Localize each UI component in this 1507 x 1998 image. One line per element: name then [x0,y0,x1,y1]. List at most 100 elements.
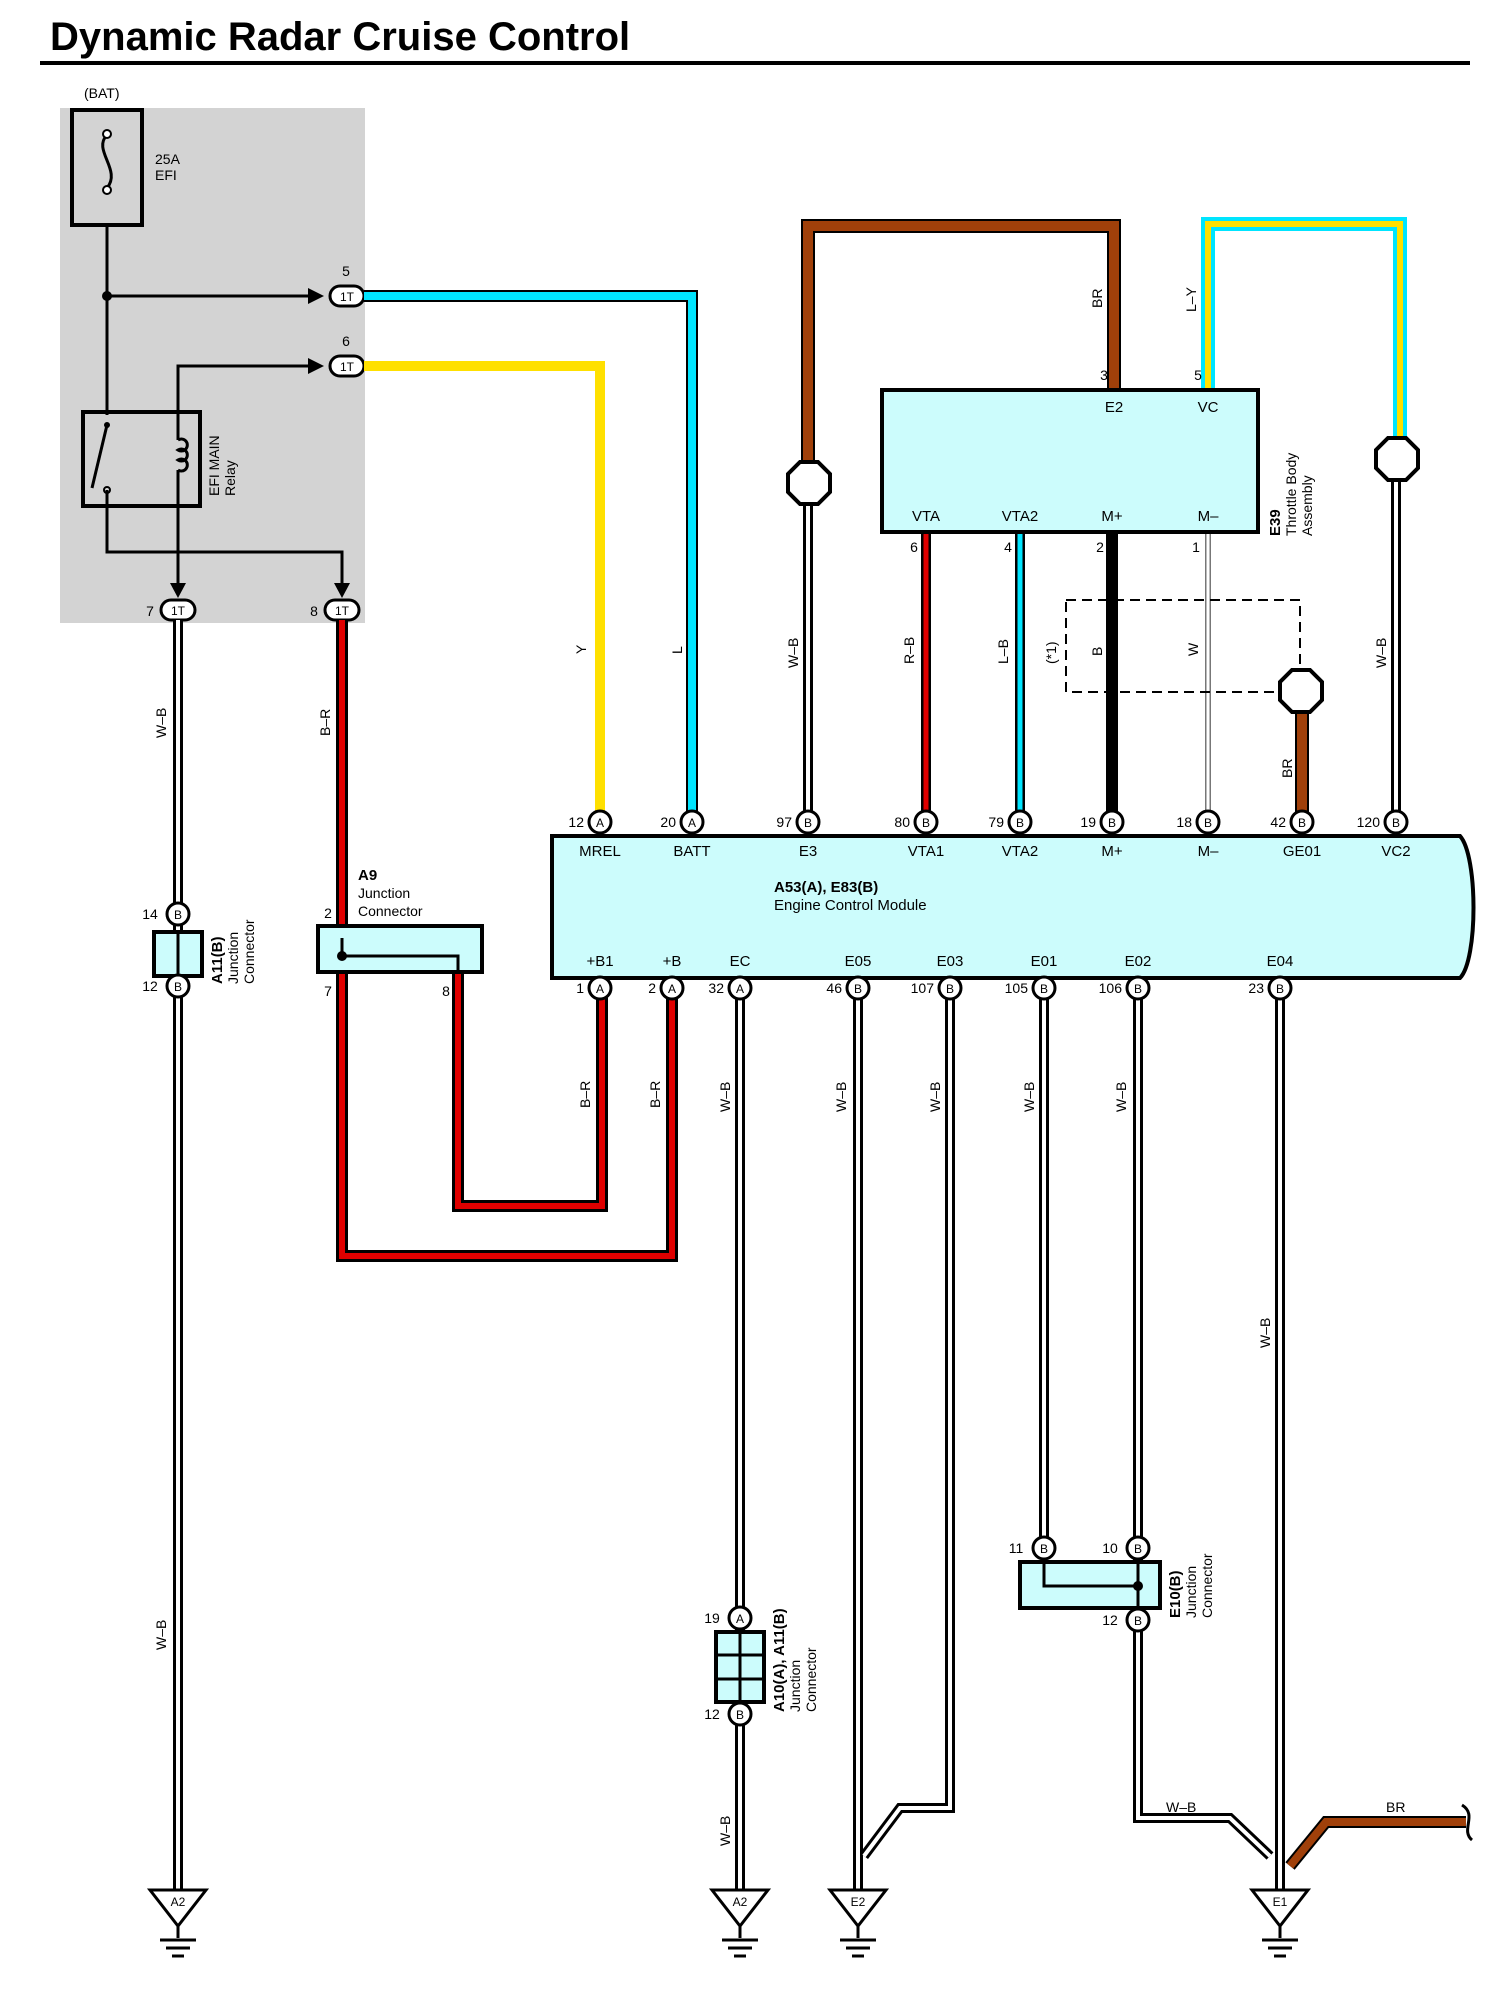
label-y: Y [573,644,589,654]
svg-text:Connector: Connector [241,919,257,984]
ecm-pin-label: +B [663,953,682,970]
label-b: B [1089,647,1105,656]
ground-a2-left: A2 [146,1888,210,1958]
svg-text:E2: E2 [851,1895,866,1909]
ecm-pin-conn: A [596,982,604,996]
ecm-pin-label: BATT [673,843,710,860]
label-rb: R–B [901,637,917,664]
ecm-pin-num: 105 [1005,980,1029,996]
svg-text:7: 7 [146,603,154,619]
svg-text:7: 7 [324,983,332,999]
ecm-pin-num: 79 [988,814,1004,830]
label-br-pin8: B–R [317,709,333,736]
junction-a11b: B 14 B 12 A11(B) Junction Connector [142,901,257,999]
label-wb-e02: W–B [1113,1082,1129,1112]
ecm-pin-conn: B [1040,982,1048,996]
svg-text:A11(B): A11(B) [209,936,226,984]
tb-pin-3: 3 [1100,367,1108,383]
ecm-pin-conn: B [946,982,954,996]
tb-pin-4: 4 [1004,539,1012,555]
wire-br-a9 [452,970,608,1212]
ecm-pin-num: 20 [660,814,676,830]
svg-text:A10(A), A11(B): A10(A), A11(B) [771,1608,788,1712]
wire-cyan-l [364,290,698,818]
svg-text:1T: 1T [340,360,355,374]
ecm-pin-label: MREL [579,843,621,860]
svg-text:Connector: Connector [1199,1553,1215,1618]
tb-label-vc: VC [1198,399,1219,416]
label-wb-e04: W–B [1257,1318,1273,1348]
label-w: W [1185,642,1201,656]
relay-name-2: Relay [222,460,238,496]
wire-wb-e02 [1133,986,1274,1860]
ecm-pin-conn: B [1016,816,1024,830]
ecm-pin-num: 107 [911,980,935,996]
svg-text:1T: 1T [335,604,350,618]
svg-text:Connector: Connector [803,1647,819,1712]
svg-text:B: B [174,980,182,994]
svg-text:12: 12 [142,978,158,994]
ecm-pin-conn: A [736,982,744,996]
label-wb-e05: W–B [833,1082,849,1112]
svg-text:Junction: Junction [787,1660,803,1712]
ecm-pin-label: E04 [1267,953,1294,970]
ecm-pin-num: 106 [1099,980,1123,996]
label-ly: L–Y [1183,286,1199,312]
ecm-pin-label: VTA1 [908,843,944,860]
label-wb-e3: W–B [785,638,801,668]
ecm-pin-conn: B [1276,982,1284,996]
tb-label-mplus: M+ [1101,508,1122,525]
label-br-ge01: BR [1279,759,1295,778]
ecm-pin-num: 1 [576,980,584,996]
ecm-pin-conn: B [1108,816,1116,830]
ecm-name-2: Engine Control Module [774,897,927,914]
svg-text:10: 10 [1102,1540,1118,1556]
fuse-icon [101,133,113,189]
tb-pin-5: 5 [1194,367,1202,383]
ground-e2: E2 [826,1888,890,1958]
ecm-pin-conn: B [1204,816,1212,830]
svg-text:8: 8 [442,983,450,999]
relay-coil-icon [175,437,189,473]
label-wb-ec: W–B [717,1082,733,1112]
ecm-bottom-pins: +B1A1+BA2ECA32E05B46E03B107E01B105E02B10… [576,953,1294,1001]
wire-br-e1 [1285,1803,1474,1870]
ecm-pin-conn: B [922,816,930,830]
conn-1t-pin8: 1T 8 [310,598,361,622]
wire-brown-br-e2 [801,219,1121,462]
ground-a2-mid: A2 [708,1888,772,1958]
ecm-top-pins: A12MRELA20BATTB97E3B80VTA1B79VTA2B19M+B1… [568,809,1411,860]
wire-ly-vc [1201,217,1407,446]
tb-pin-2: 2 [1096,539,1104,555]
label-lb: L–B [995,639,1011,664]
ecm-pin-conn: B [1392,816,1400,830]
fuse-rating: 25A [155,151,181,167]
label-wb-e03: W–B [927,1082,943,1112]
fuse-name: EFI [155,167,177,183]
efi-main-relay [81,410,202,508]
junction-a9: A9 Junction Connector 2 7 8 [316,867,484,999]
ecm-pin-num: 46 [826,980,842,996]
page-title: Dynamic Radar Cruise Control [50,15,630,59]
ecm-pin-conn: B [1134,982,1142,996]
ecm-pin-label: E05 [845,953,872,970]
ecm-pin-conn: B [1298,816,1306,830]
tb-name-1: E39 [1267,509,1284,536]
ecm-pin-num: 12 [568,814,584,830]
ecm-pin-label: M+ [1101,843,1122,860]
svg-text:5: 5 [342,263,350,279]
svg-text:Junction: Junction [358,885,410,901]
bat-label: (BAT) [84,85,120,101]
ecm-pin-label: E3 [799,843,817,860]
svg-text:E1: E1 [1273,1895,1288,1909]
label-wb-vc2: W–B [1373,638,1389,668]
junction-a10-a11: A 19 B 12 A10(A), A11(B) Junction Connec… [704,1605,819,1727]
